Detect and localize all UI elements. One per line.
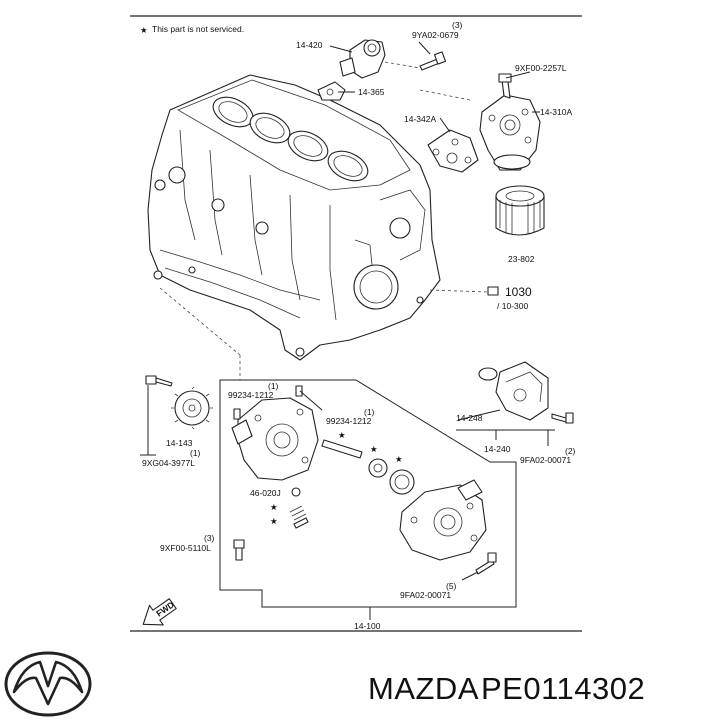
- bolt-9xf00-5110l: [233, 539, 245, 561]
- pin-99234-a: [233, 408, 241, 420]
- part-14-342a-gasket: [427, 129, 479, 173]
- label-9fa02-a: 9FA02-00071: [520, 455, 571, 465]
- bolt-9fa02-a: [551, 412, 574, 424]
- label-9ya02: 9YA02-0679: [412, 30, 459, 40]
- part-14-310a-housing: [479, 94, 541, 171]
- label-23-802: 23-802: [508, 254, 535, 264]
- part-14-365-screen: [317, 81, 346, 101]
- label-9xg04-qty: (1): [190, 448, 201, 458]
- not-serviced-note: ★ This part is not serviced.: [140, 24, 244, 35]
- cylinder-block: [147, 74, 441, 361]
- note-text: This part is not serviced.: [152, 24, 244, 34]
- pin-99234-b: [295, 385, 303, 397]
- label-9fa02-b-qty: (5): [446, 581, 457, 591]
- star-icon: ★: [338, 430, 346, 440]
- part-1030-arrow: [429, 286, 499, 296]
- label-99234-b: 99234-1212: [326, 416, 372, 426]
- label-14-240: 14-240: [484, 444, 511, 454]
- oil-pump-outline-box: [219, 379, 517, 620]
- part-23-802-oil-filter: [495, 185, 545, 236]
- label-9fa02-a-qty: (2): [565, 446, 576, 456]
- label-14-365: 14-365: [358, 87, 385, 97]
- part-14-248-gasket: [478, 367, 498, 381]
- label-9xg04: 9XG04-3977L: [142, 458, 195, 468]
- label-9xf00-5110l: 9XF00-5110L: [160, 543, 211, 553]
- oil-pump-body: [231, 397, 319, 481]
- part-number: PE0114302: [481, 671, 645, 706]
- pump-shaft: [321, 439, 363, 459]
- label-46-020j: 46-020J: [250, 488, 281, 498]
- part-14-143-sprocket: [171, 386, 213, 430]
- part-46-020j-oring: [291, 487, 301, 497]
- outer-rotor: [389, 469, 415, 495]
- label-99234-a-qty: (1): [268, 381, 279, 391]
- star-icon: ★: [370, 444, 378, 454]
- label-14-310a: 14-310A: [540, 107, 572, 117]
- label-99234-a: 99234-1212: [228, 390, 274, 400]
- bolt-9xg04: [145, 375, 173, 387]
- mazda-wing-logo: [4, 651, 92, 717]
- oil-pump-cover: [399, 479, 487, 561]
- label-9fa02-b: 9FA02-00071: [400, 590, 451, 600]
- star-icon: ★: [270, 516, 278, 526]
- label-14-143: 14-143: [166, 438, 193, 448]
- inner-rotor: [368, 458, 388, 478]
- not-serviced-stars: ★ ★ ★ ★ ★: [270, 430, 403, 526]
- label-14-342a: 14-342A: [404, 114, 436, 124]
- part-14-240-cover: [495, 361, 549, 421]
- label-9xf00-5110l-qty: (3): [204, 533, 215, 543]
- part-14-420-solenoid: [339, 39, 386, 79]
- label-14-248: 14-248: [456, 413, 483, 423]
- callout-labels: 14-420 (3) 9YA02-0679 9XF00-2257L 14-365…: [142, 20, 576, 631]
- bolt-9ya02: [419, 51, 447, 71]
- star-icon: ★: [140, 25, 148, 35]
- relief-spring: [289, 505, 309, 529]
- label-9ya02-qty: (3): [452, 20, 463, 30]
- label-14-420: 14-420: [296, 40, 323, 50]
- label-14-100: 14-100: [354, 621, 381, 631]
- brand-name: MAZDA: [368, 671, 479, 706]
- label-99234-b-qty: (1): [364, 407, 375, 417]
- forward-arrow-icon: FWD: [142, 598, 177, 626]
- star-icon: ★: [395, 454, 403, 464]
- bolt-9fa02-b: [475, 552, 497, 575]
- label-10-300: / 10-300: [497, 301, 528, 311]
- leader-lines: [159, 41, 540, 380]
- star-icon: ★: [270, 502, 278, 512]
- label-1030: 1030: [505, 285, 532, 299]
- label-9xf00-2257l: 9XF00-2257L: [515, 63, 567, 73]
- bolt-9xf00-2257l: [498, 73, 512, 99]
